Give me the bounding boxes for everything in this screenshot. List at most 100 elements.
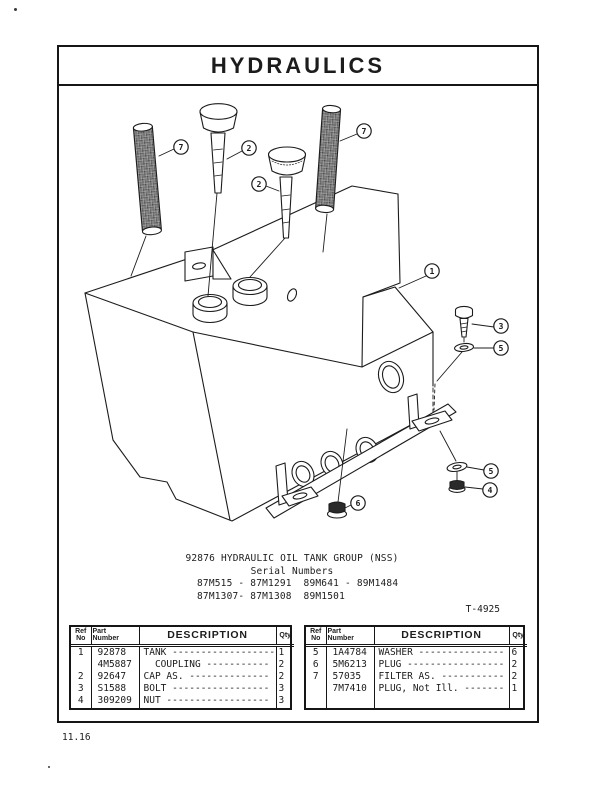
bolt	[454, 305, 474, 343]
filter-mount-plate	[184, 246, 232, 282]
nut-lower	[448, 471, 466, 493]
port-ring	[291, 460, 315, 488]
callout-ref-7: 7	[158, 139, 189, 157]
svg-text:5: 5	[489, 466, 494, 476]
filter-left-leader	[130, 235, 147, 277]
svg-text:7: 7	[362, 126, 367, 136]
parts-table-right: Ref No Part Number DESCRIPTION Qty 5 1A4…	[304, 625, 527, 710]
ref-cell	[306, 694, 327, 708]
desc-cell: PLUG, Not Ill. -------	[374, 682, 510, 695]
ref-cell: 6	[306, 658, 327, 671]
filler-neck-left	[192, 293, 228, 324]
assembly-line-dashed	[433, 383, 436, 411]
col-ref-no: Ref No	[71, 627, 92, 647]
table-row: 6 5M6213 PLUG ----------------- 2	[306, 658, 527, 671]
qty-cell: 1	[511, 682, 518, 694]
desc-cell: TANK ------------------	[139, 645, 277, 659]
svg-text:7: 7	[179, 142, 184, 152]
filter-right	[315, 104, 342, 214]
washer-upper	[453, 342, 475, 353]
table-row: 5 1A4784 WASHER --------------- 6	[306, 645, 527, 659]
page-number: 11.16	[62, 732, 91, 743]
parts-table-left: Ref No Part Number DESCRIPTION Qty 1 928…	[69, 625, 294, 710]
qty-cell: 1	[278, 646, 285, 658]
desc-cell: FILTER AS. -----------	[374, 670, 510, 683]
part-cell: 309209	[91, 694, 140, 708]
callout-ref-6: 6	[344, 495, 366, 511]
svg-text:2: 2	[257, 179, 262, 189]
callout-ref-2: 2	[251, 176, 280, 192]
filter-left	[132, 122, 162, 236]
desc-cell: PLUG -----------------	[374, 658, 510, 671]
desc-cell: BOLT -----------------	[139, 682, 277, 695]
part-cell: S1588	[91, 682, 140, 695]
qty-cell: 2	[511, 658, 518, 670]
table-row: 7 57035 FILTER AS. ----------- 2	[306, 670, 527, 683]
table-row: 3 S1588 BOLT ----------------- 3	[71, 682, 294, 695]
table-row: 2 92647 CAP AS. -------------- 2	[71, 670, 294, 683]
part-cell: 7M7410	[326, 682, 375, 695]
page-title: HYDRAULICS	[210, 52, 386, 78]
table-header-row: Ref No Part Number DESCRIPTION Qty	[306, 627, 527, 647]
cap-assembly	[249, 146, 307, 278]
desc-cell: COUPLING -----------	[139, 658, 277, 671]
part-cell: 4M5887	[91, 658, 140, 671]
qty-cell	[509, 695, 527, 708]
callout-ref-1: 1	[398, 263, 440, 289]
svg-text:6: 6	[356, 498, 361, 508]
table-row: 1 92878 TANK ------------------ 1	[71, 645, 294, 659]
caption-group-title: 92876 HYDRAULIC OIL TANK GROUP (NSS)	[185, 553, 399, 564]
caption-serial-range-1: 87M515 - 87M1291 89M641 - 89M1484	[197, 578, 399, 590]
desc-cell: CAP AS. --------------	[139, 670, 277, 683]
callout-ref-3: 3	[471, 318, 509, 334]
svg-text:2: 2	[247, 143, 252, 153]
filter-right-leader	[322, 213, 328, 253]
part-cell: 57035	[326, 670, 375, 683]
title-bar: HYDRAULICS	[59, 47, 537, 86]
caption-serial-range-2: 87M1307- 87M1308 89M1501	[197, 590, 345, 602]
qty-cell: 2	[511, 670, 518, 682]
ref-cell: 4	[71, 694, 92, 708]
col-part-number: Part Number	[91, 627, 140, 647]
callout-ref-4: 4	[464, 482, 498, 498]
filler-neck-right	[232, 276, 268, 307]
ref-cell	[306, 682, 327, 695]
qty-cell: 3	[278, 695, 285, 707]
table-row: 4M5887 COUPLING ----------- 2	[71, 658, 294, 671]
caption-serial-heading: Serial Numbers	[250, 565, 334, 577]
ref-cell: 3	[71, 682, 92, 695]
table-row	[306, 694, 527, 708]
callout-ref-2: 2	[226, 140, 257, 160]
col-qty: Qty	[276, 627, 294, 647]
plate-number: T-4925	[465, 604, 500, 615]
col-qty: Qty	[509, 627, 527, 647]
part-cell: 92647	[91, 670, 140, 683]
qty-cell: 2	[278, 670, 285, 682]
table-row: 7M7410 PLUG, Not Ill. ------- 1	[306, 682, 527, 695]
col-part-number: Part Number	[326, 627, 375, 647]
mount-bracket-right	[407, 393, 453, 432]
svg-text:5: 5	[499, 343, 504, 353]
drain-plug	[326, 428, 348, 519]
desc-cell: WASHER ---------------	[374, 645, 510, 659]
ref-cell: 5	[306, 645, 327, 659]
part-cell: 5M6213	[326, 658, 375, 671]
ref-cell: 2	[71, 670, 92, 683]
col-ref-no: Ref No	[306, 627, 327, 647]
dipstick-cap	[199, 103, 238, 297]
part-cell: 1A4784	[326, 645, 375, 659]
page-border: HYDRAULICS	[57, 45, 539, 723]
table-header-row: Ref No Part Number DESCRIPTION Qty	[71, 627, 294, 647]
washer-lower	[439, 430, 468, 473]
mount-bracket-left	[275, 462, 319, 507]
qty-cell: 3	[278, 682, 285, 694]
col-description: DESCRIPTION	[374, 627, 510, 647]
top-vent-hole	[286, 288, 298, 302]
scan-artifact-dot	[14, 8, 17, 11]
callout-ref-5: 5	[466, 463, 499, 479]
part-cell	[326, 694, 375, 708]
figure-caption: 92876 HYDRAULIC OIL TANK GROUP (NSS) Ser…	[57, 553, 527, 603]
desc-cell	[374, 694, 510, 708]
